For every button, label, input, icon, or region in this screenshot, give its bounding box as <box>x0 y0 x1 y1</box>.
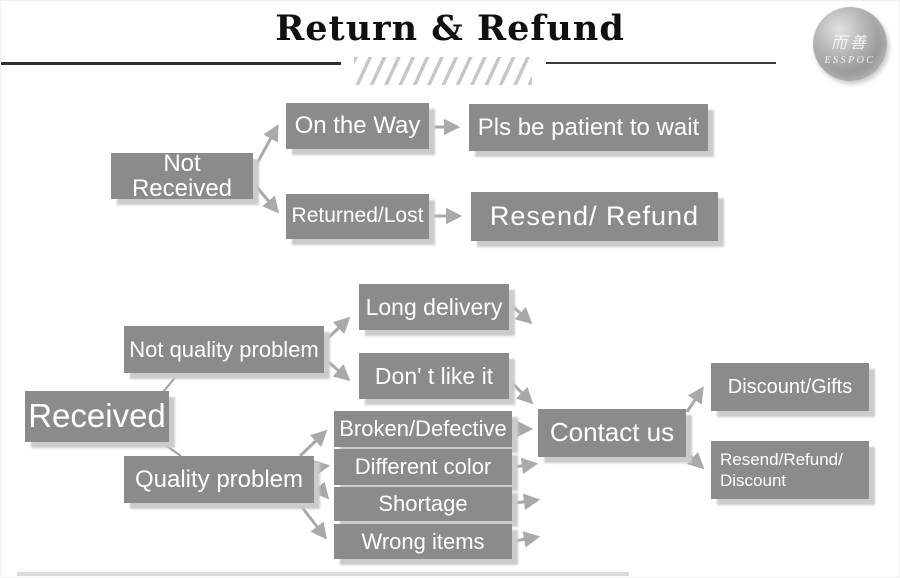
node-resend-refund-discount: Resend/Refund/ Discount <box>711 441 869 499</box>
node-wrong-items: Wrong items <box>334 524 512 559</box>
logo-brand-text: ESSPOC <box>824 54 876 66</box>
page-title: Return & Refund <box>275 8 625 49</box>
node-pls-be-patient: Pls be patient to wait <box>469 104 708 151</box>
node-discount-gifts: Discount/Gifts <box>711 363 869 411</box>
node-resend-refund-discount-line1: Resend/Refund/ <box>720 449 843 469</box>
title-rule-right <box>546 62 776 64</box>
node-different-color: Different color <box>334 449 512 485</box>
esspoc-logo: 而善 ESSPOC <box>813 7 887 81</box>
node-dont-like-it: Don' t like it <box>359 353 509 399</box>
bottom-divider <box>17 572 629 576</box>
node-contact-us: Contact us <box>538 409 686 457</box>
node-quality-problem: Quality problem <box>124 456 314 503</box>
node-on-the-way: On the Way <box>286 103 429 149</box>
node-resend-refund: Resend/ Refund <box>471 192 718 241</box>
node-received: Received <box>25 391 169 442</box>
node-returned-lost: Returned/Lost <box>286 194 429 239</box>
node-shortage: Shortage <box>334 487 512 521</box>
title-rule-left <box>1 62 341 65</box>
title-hatch-decoration <box>354 57 532 85</box>
node-broken-defective: Broken/Defective <box>334 411 512 447</box>
node-long-delivery: Long delivery <box>359 284 509 330</box>
node-resend-refund-discount-line2: Discount <box>720 471 787 490</box>
node-not-quality-problem: Not quality problem <box>124 326 324 373</box>
logo-chinese-text: 而善 <box>830 32 869 52</box>
node-not-received: Not Received <box>111 151 253 201</box>
